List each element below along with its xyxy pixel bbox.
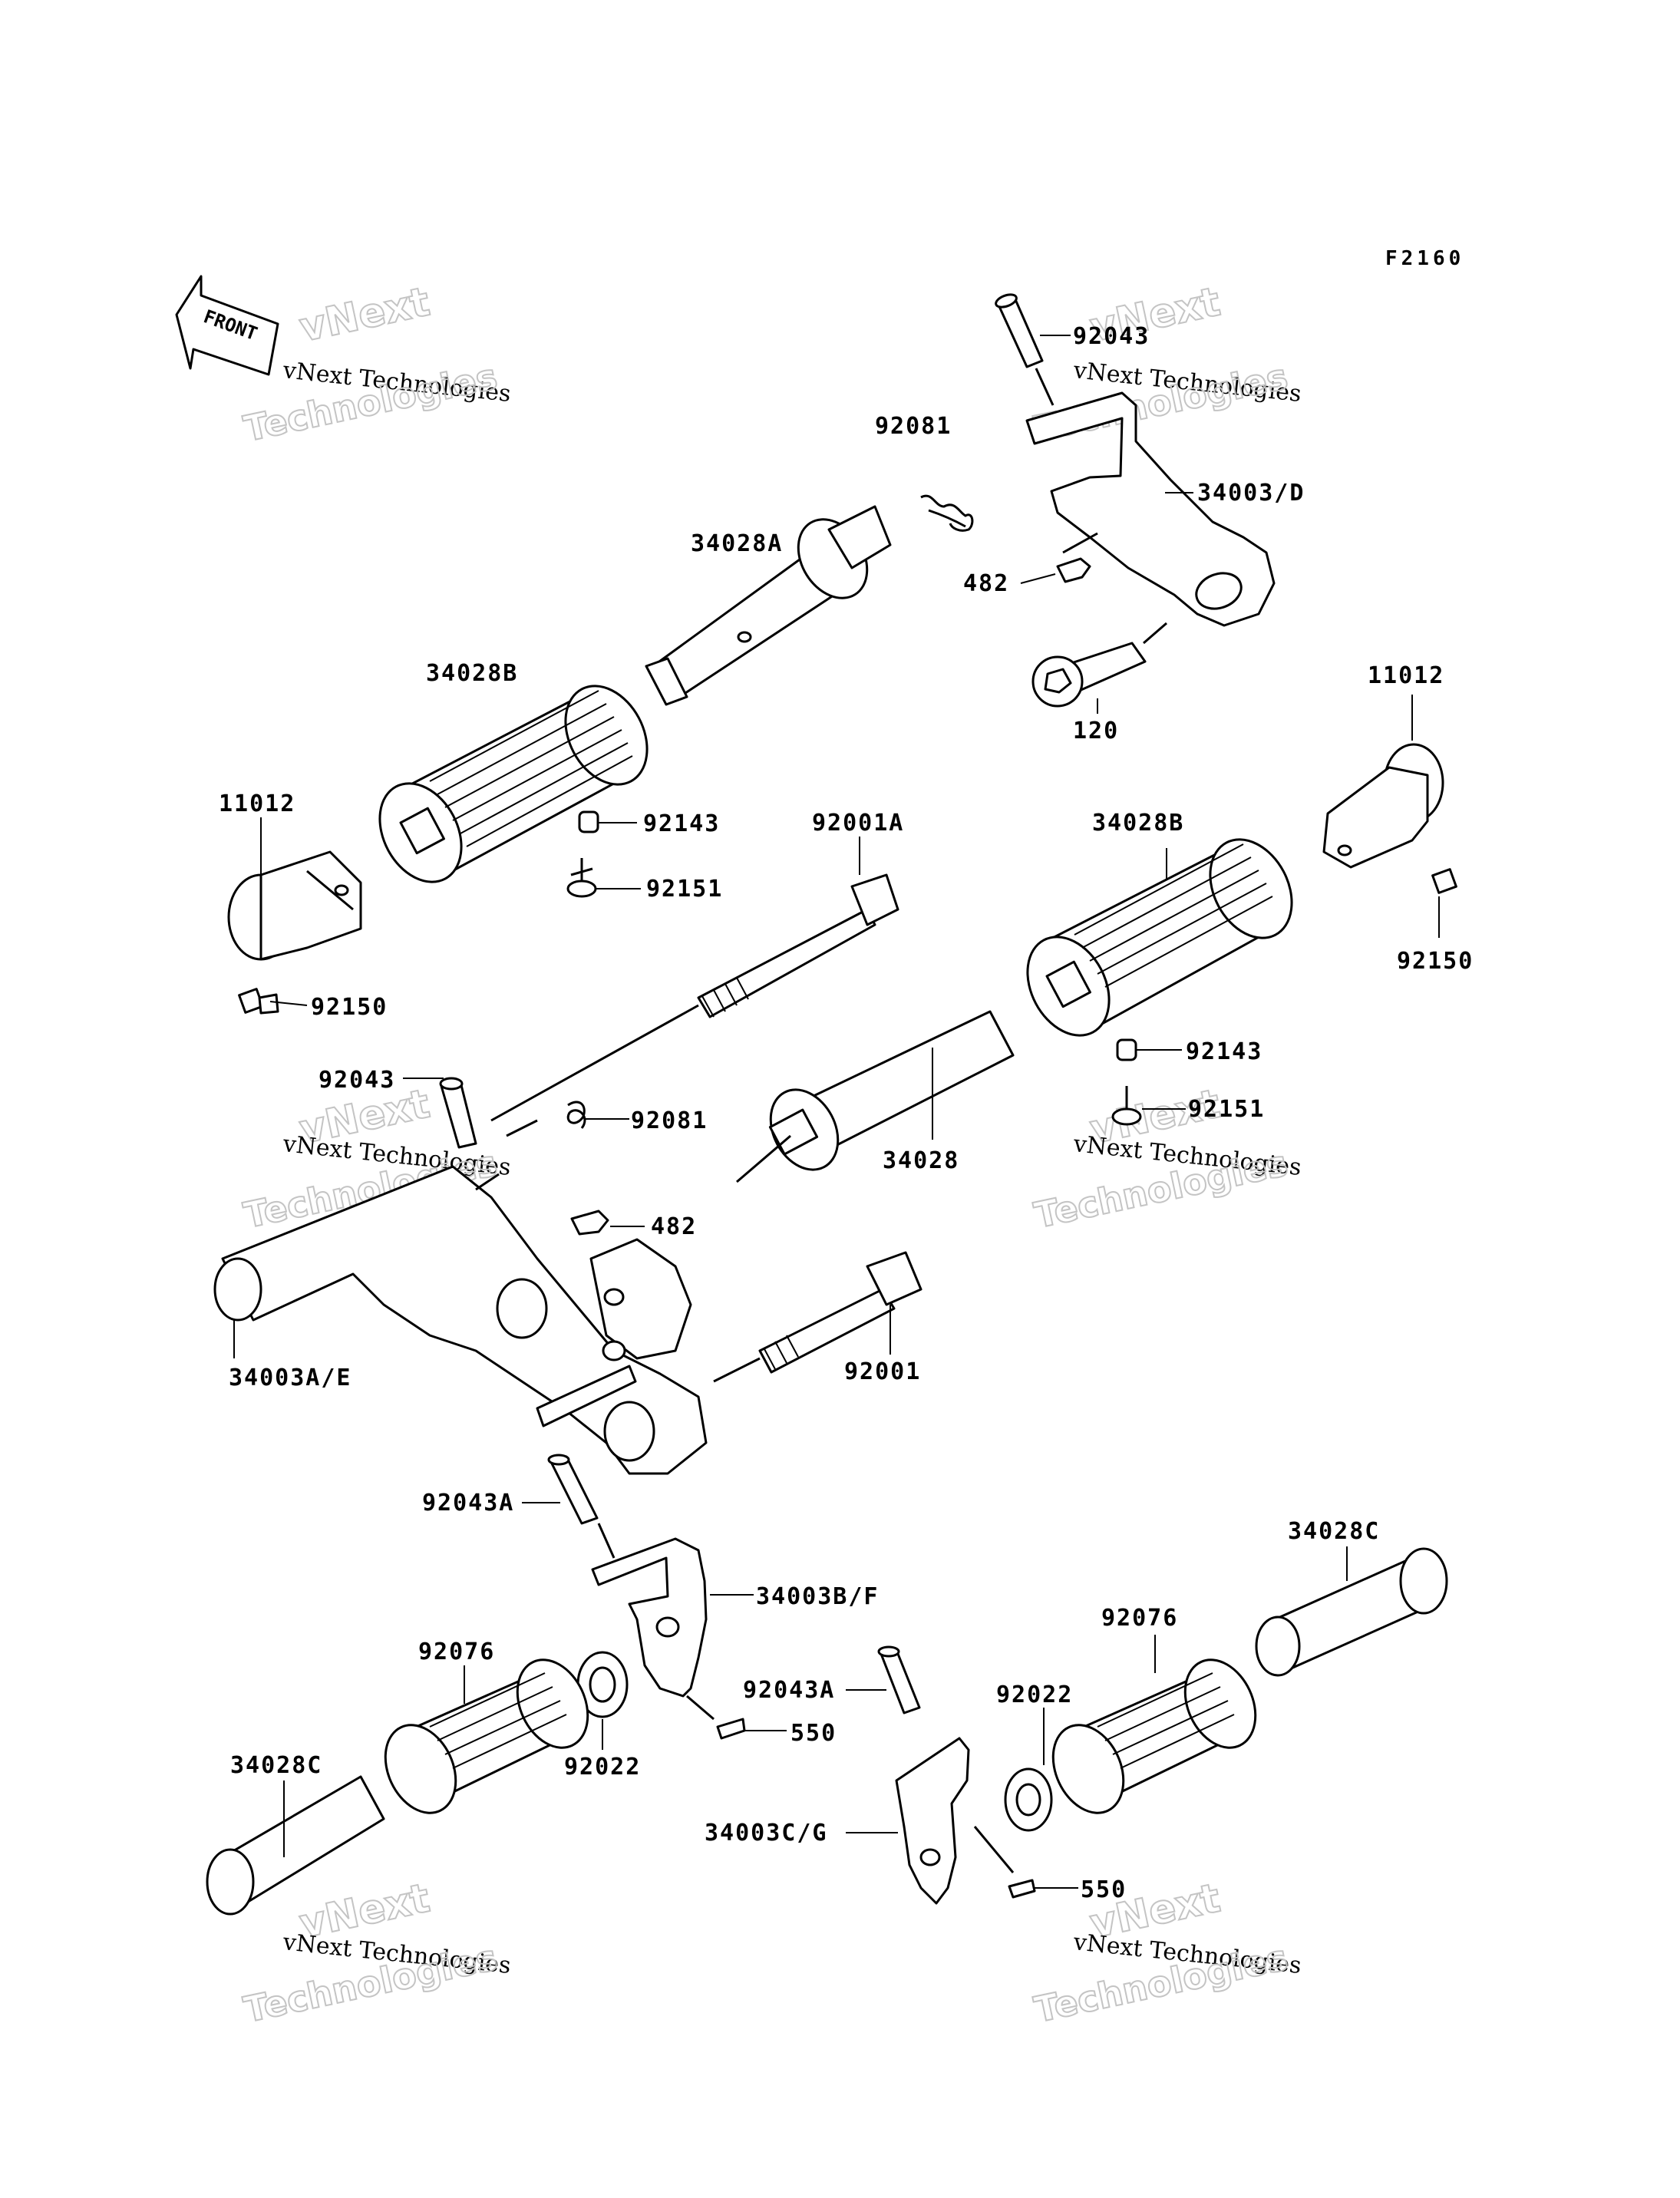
- pin-92043-mid: [439, 1077, 477, 1149]
- label-92150-right: 92150: [1397, 948, 1474, 975]
- bolt-92151-top: [566, 858, 597, 898]
- clip-482-top: [1056, 557, 1091, 583]
- bracket-34003cg: [895, 1737, 1015, 1905]
- bolt-92150-right: [1431, 868, 1457, 894]
- label-34003bf: 34003B/F: [756, 1583, 880, 1610]
- bolt-92001: [713, 1251, 923, 1383]
- watermark-bottom-right: vNext vNext Technologies Technologies: [1030, 1874, 1302, 2031]
- spring-92081-mid: [566, 1101, 586, 1129]
- label-92151-right: 92151: [1188, 1096, 1265, 1123]
- grip-92076-right: [1051, 1658, 1257, 1814]
- bolt-120: [1031, 622, 1167, 708]
- label-92150-left: 92150: [311, 994, 388, 1021]
- grip-34028b-right: [1026, 838, 1293, 1037]
- label-34028c-right: 34028C: [1288, 1518, 1380, 1545]
- spacer-92143-right: [1116, 1038, 1137, 1061]
- label-92043a-right: 92043A: [743, 1677, 835, 1704]
- label-92001a: 92001A: [812, 810, 904, 837]
- label-92143-top: 92143: [643, 810, 720, 837]
- watermark-top-left: vNext vNext Technologies Technologies: [239, 278, 512, 450]
- label-92151-top: 92151: [646, 876, 723, 903]
- front-arrow-icon: FRONT: [175, 275, 279, 376]
- grip-34028b-left: [378, 685, 649, 883]
- label-34028c-left: 34028C: [230, 1752, 322, 1779]
- label-482-mid: 482: [651, 1213, 697, 1240]
- label-120: 120: [1073, 718, 1119, 744]
- leader-lines: [233, 335, 1440, 1889]
- label-34028a: 34028A: [691, 530, 783, 557]
- label-92022-left: 92022: [564, 1754, 641, 1781]
- pin-34028c-left: [206, 1775, 385, 1916]
- watermark-bottom-left: vNext vNext Technologies Technologies: [239, 1874, 512, 2031]
- pin-34028c-right: [1255, 1547, 1448, 1677]
- pin-92043a-left: [547, 1454, 616, 1559]
- label-92001: 92001: [844, 1358, 921, 1385]
- pin-550-left: [716, 1718, 746, 1740]
- pin-92043-top: [995, 293, 1055, 406]
- label-11012-left: 11012: [219, 790, 295, 817]
- part-labels: 92043 92081 34003/D 482 34028A 120 34028…: [219, 323, 1474, 1903]
- shaft-92001a: [490, 873, 899, 1122]
- tube-34028: [736, 1010, 1015, 1183]
- bolt-92151-right: [1111, 1086, 1142, 1126]
- cap-11012-left: [227, 850, 362, 961]
- label-34003ae: 34003A/E: [229, 1365, 352, 1391]
- grip-92076-left: [384, 1658, 589, 1814]
- pin-92043a-right: [877, 1645, 921, 1715]
- label-11012-right: 11012: [1368, 662, 1444, 689]
- svg-text:vNext: vNext: [295, 279, 434, 351]
- label-92081-top: 92081: [875, 413, 952, 440]
- label-92076-left: 92076: [418, 1639, 495, 1665]
- label-92043a-left: 92043A: [422, 1490, 514, 1516]
- label-92076-right: 92076: [1101, 1605, 1178, 1632]
- label-92143-right: 92143: [1186, 1038, 1262, 1065]
- label-482-top: 482: [963, 570, 1009, 597]
- label-34003d: 34003/D: [1197, 480, 1305, 507]
- label-34003cg: 34003C/G: [705, 1820, 828, 1847]
- bracket-34003ae: [213, 1119, 708, 1475]
- label-34028b-right: 34028B: [1092, 810, 1184, 837]
- bolt-92150-left: [238, 988, 279, 1015]
- spacer-92143-top: [578, 810, 599, 833]
- spring-92081-top: [920, 494, 974, 532]
- label-92043-top: 92043: [1073, 323, 1150, 350]
- label-34028: 34028: [883, 1147, 959, 1174]
- label-550-left: 550: [790, 1720, 837, 1747]
- label-92022-right: 92022: [996, 1682, 1073, 1708]
- clip-482-mid: [570, 1210, 609, 1236]
- label-550-right: 550: [1081, 1876, 1127, 1903]
- figure-code: F2160: [1385, 247, 1464, 270]
- bracket-34003bf: [591, 1537, 715, 1721]
- label-34028b-left: 34028B: [426, 660, 518, 687]
- washer-92022-right: [1004, 1767, 1053, 1832]
- bracket-34003d: [1025, 391, 1276, 627]
- pin-550-right: [1008, 1879, 1036, 1899]
- tube-34028a: [645, 505, 892, 706]
- label-92081-mid: 92081: [631, 1107, 708, 1134]
- label-92043-mid: 92043: [319, 1067, 395, 1094]
- cap-11012-right: [1322, 743, 1444, 869]
